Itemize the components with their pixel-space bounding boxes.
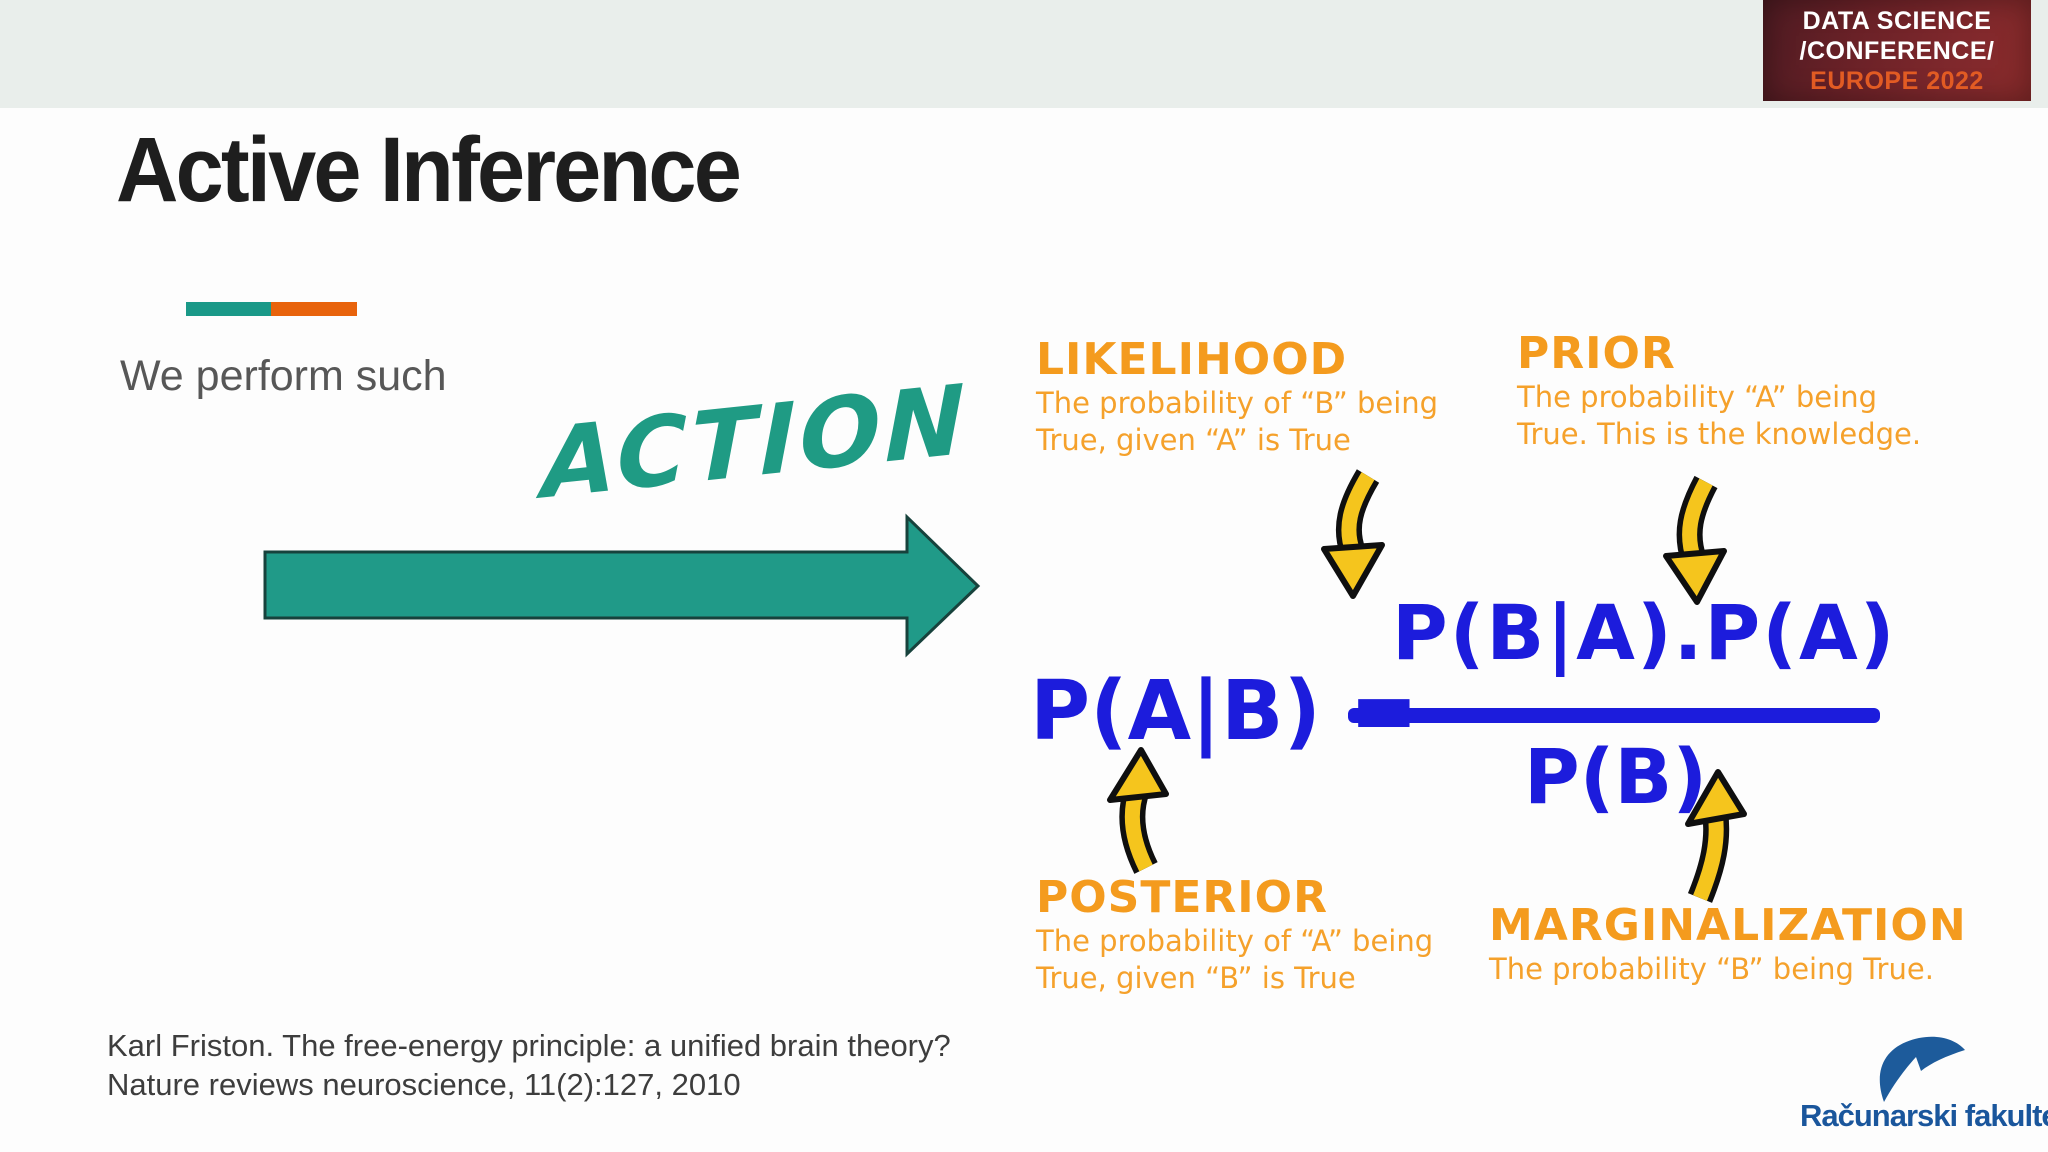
annotation-prior-title: PRIOR	[1517, 328, 1676, 379]
annotation-posterior-title: POSTERIOR	[1036, 872, 1328, 923]
likelihood-pointer-arrow-icon	[1321, 469, 1385, 599]
annotation-posterior-desc2: True, given “B” is True	[1036, 961, 1356, 995]
slide-title: Active Inference	[116, 119, 742, 221]
header-strip	[0, 0, 2048, 108]
citation-line1: Karl Friston. The free-energy principle:…	[107, 1028, 951, 1063]
annotation-likelihood-title: LIKELIHOOD	[1036, 334, 1348, 385]
posterior-pointer-arrow-icon	[1107, 747, 1169, 874]
citation-line2: Nature reviews neuroscience, 11(2):127, …	[107, 1067, 741, 1102]
conference-logo-line3: EUROPE 2022	[1810, 66, 1984, 95]
lead-text: We perform such	[120, 352, 447, 400]
conference-logo-line1: DATA SCIENCE	[1802, 6, 1992, 35]
annotation-prior: PRIOR The probability “A” being True. Th…	[1517, 328, 1921, 453]
annotation-prior-desc2: True. This is the knowledge.	[1517, 417, 1922, 451]
annotation-likelihood-desc2: True, given “A” is True	[1036, 423, 1351, 457]
title-divider	[186, 302, 357, 316]
formula-denominator: P(B)	[1524, 732, 1708, 821]
citation: Karl Friston. The free-energy principle:…	[107, 1026, 951, 1104]
annotation-likelihood: LIKELIHOOD The probability of “B” being …	[1036, 334, 1438, 459]
annotation-marginalization: MARGINALIZATION The probability “B” bein…	[1489, 900, 1967, 988]
annotation-posterior: POSTERIOR The probability of “A” being T…	[1036, 872, 1433, 997]
annotation-posterior-desc1: The probability of “A” being	[1036, 924, 1434, 958]
teal-right-arrow-icon	[263, 513, 981, 658]
prior-pointer-arrow-icon	[1663, 475, 1727, 605]
divider-teal-segment	[186, 302, 271, 316]
faculty-swoosh-icon	[1879, 1036, 1965, 1102]
annotation-prior-desc1: The probability “A” being	[1517, 380, 1877, 414]
conference-logo: DATA SCIENCE /CONFERENCE/ EUROPE 2022	[1763, 0, 2031, 101]
conference-logo-line2: /CONFERENCE/	[1799, 36, 1995, 65]
annotation-marginalization-title: MARGINALIZATION	[1489, 900, 1967, 951]
formula-numerator: P(B|A).P(A)	[1392, 588, 1897, 677]
divider-orange-segment	[271, 302, 357, 316]
annotation-likelihood-desc1: The probability of “B” being	[1036, 386, 1439, 420]
marginalization-pointer-arrow-icon	[1685, 769, 1747, 903]
annotation-marginalization-desc1: The probability “B” being True.	[1489, 952, 1934, 986]
fraction-bar	[1348, 708, 1880, 723]
faculty-logo-text: Računarski fakultet	[1800, 1098, 2048, 1133]
